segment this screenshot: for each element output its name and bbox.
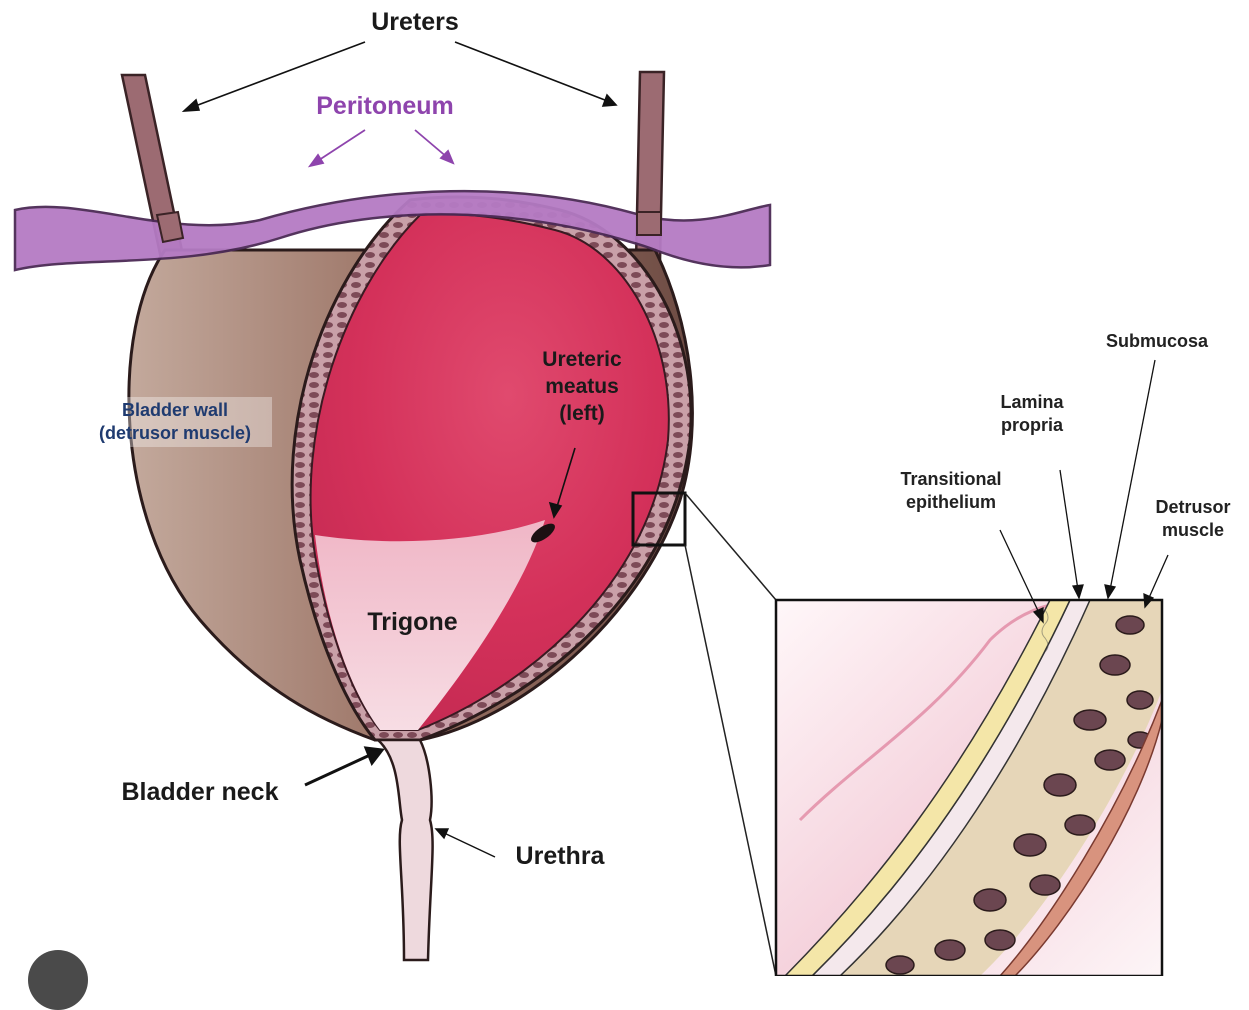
label-bladder-neck: Bladder neck	[105, 776, 295, 808]
label-ureters: Ureters	[355, 6, 475, 38]
label-detrusor-muscle: Detrusor muscle	[1140, 496, 1246, 542]
label-lamina-propria: Lamina propria	[980, 391, 1084, 437]
peritoneum-arrows	[310, 130, 453, 166]
urethra-arrow	[436, 829, 495, 857]
zoom-line-bottom	[685, 545, 776, 976]
inset-magnified-wall	[776, 600, 1162, 976]
bladder-diagram	[0, 0, 1249, 976]
label-bladder-wall: Bladder wall (detrusor muscle)	[78, 397, 272, 447]
label-transitional-epithelium: Transitional epithelium	[880, 468, 1022, 514]
label-peritoneum: Peritoneum	[295, 90, 475, 122]
label-trigone: Trigone	[350, 606, 475, 638]
bladder-neck-arrow	[305, 748, 382, 785]
label-submucosa: Submucosa	[1092, 330, 1222, 353]
settings-gear-icon[interactable]	[28, 950, 88, 1010]
urethra-tube	[378, 740, 433, 960]
label-ureteric-meatus: Ureteric meatus (left)	[527, 347, 637, 428]
label-urethra: Urethra	[500, 840, 620, 872]
zoom-line-top	[685, 493, 776, 600]
